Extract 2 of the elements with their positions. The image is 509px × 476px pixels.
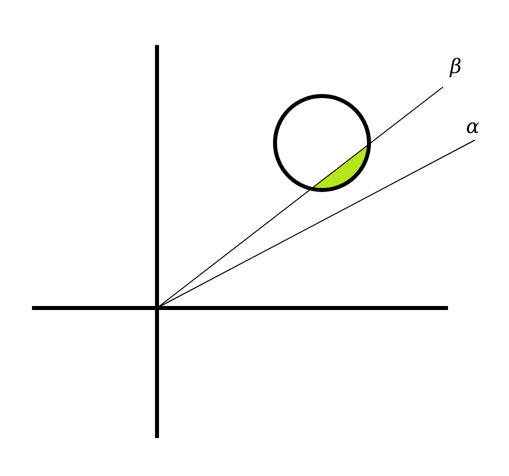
angle-label: α — [466, 116, 480, 136]
angle-label: β — [450, 56, 462, 76]
